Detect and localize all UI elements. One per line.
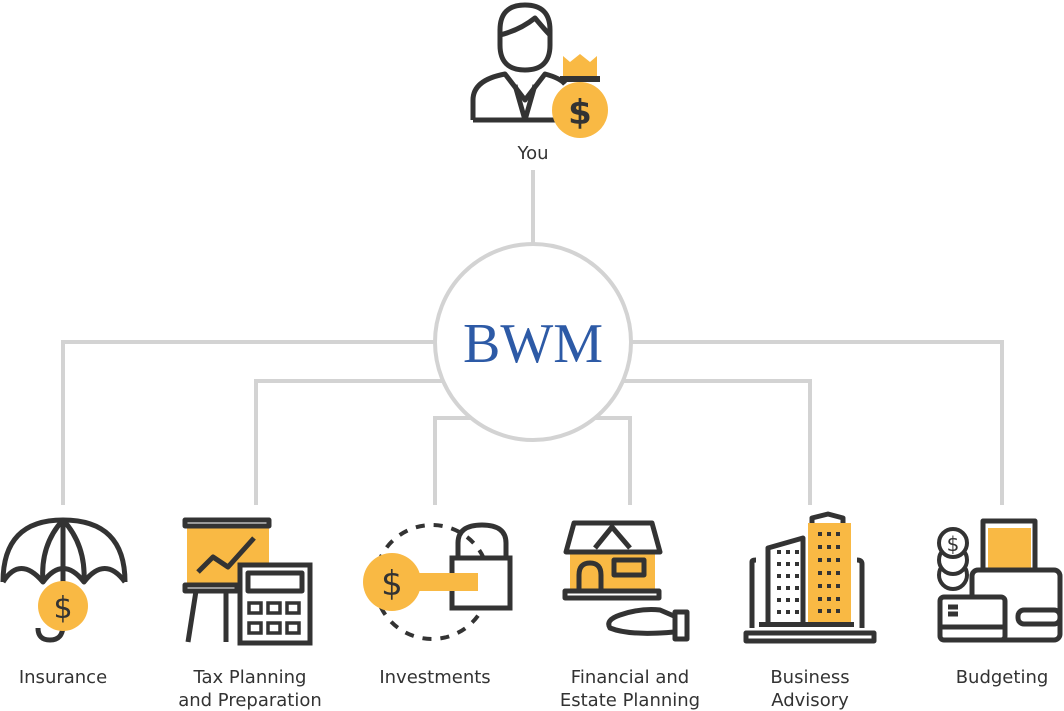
bwm-logo: BWM xyxy=(463,313,603,375)
service-label: Investments xyxy=(379,667,490,688)
service-budgeting: $ Budgeting xyxy=(937,518,1063,688)
svg-text:$: $ xyxy=(568,93,592,133)
you-node: $ You xyxy=(470,2,608,164)
umbrella-dollar-icon: $ xyxy=(0,517,128,643)
buildings-laptop-icon xyxy=(743,511,877,644)
chart-calculator-icon xyxy=(182,517,313,646)
coin-key-lock-icon: $ xyxy=(363,522,513,641)
svg-text:$: $ xyxy=(947,532,960,556)
service-label: Insurance xyxy=(19,667,107,688)
bwm-node: BWM xyxy=(433,242,633,442)
house-hand-icon xyxy=(562,520,690,642)
service-insurance: $ Insurance xyxy=(0,517,128,688)
person-moneybag-icon: $ xyxy=(470,2,608,138)
svg-text:$: $ xyxy=(381,564,403,604)
service-investments: $ Investments xyxy=(363,522,513,688)
wallet-coins-icon: $ xyxy=(937,518,1063,643)
svg-text:$: $ xyxy=(53,591,72,626)
you-label: You xyxy=(516,143,548,164)
service-label: Budgeting xyxy=(956,667,1049,688)
